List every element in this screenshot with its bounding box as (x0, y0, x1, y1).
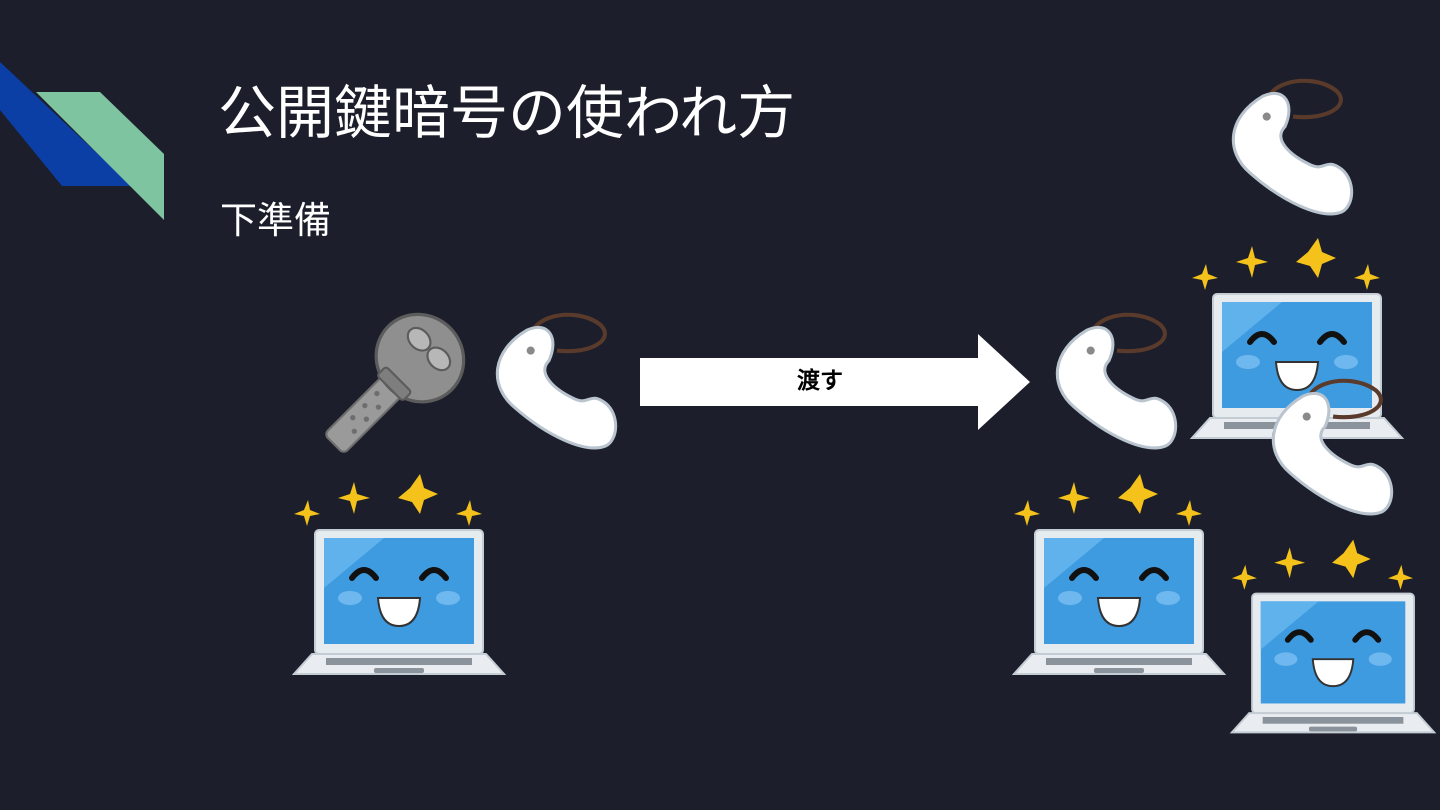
lower-right-laptop-icon (1228, 534, 1440, 740)
corner-decoration (0, 62, 164, 220)
transfer-arrow (640, 334, 1030, 430)
slide-subtitle: 下準備 (220, 199, 331, 242)
middle-public-key-tag-icon (1262, 376, 1394, 518)
slide-title: 公開鍵暗号の使われ方 (218, 79, 796, 147)
sender-laptop-icon (290, 470, 510, 680)
green-accent-stripe (36, 92, 164, 220)
receiver-laptop-icon (1010, 470, 1230, 680)
private-key-icon (312, 306, 472, 466)
public-key-tag-icon (486, 310, 618, 452)
transfer-arrow-label: 渡す (797, 368, 843, 394)
received-public-key-tag-icon (1046, 310, 1178, 452)
top-public-key-tag-icon (1222, 76, 1354, 218)
